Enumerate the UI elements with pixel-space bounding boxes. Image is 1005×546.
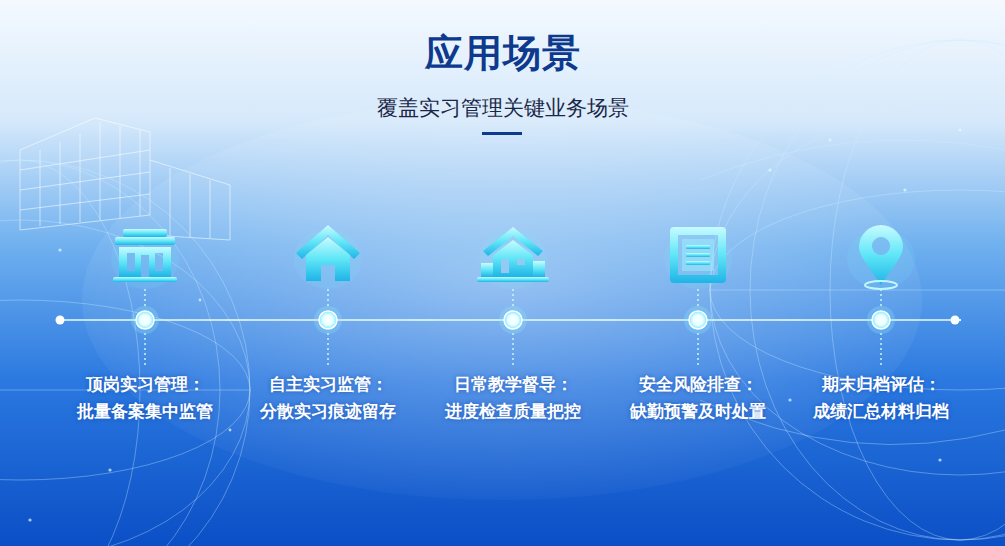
scenario-item: 日常教学督导：进度检查质量把控 [433,225,593,431]
scenario-text: 日常教学督导：进度检查质量把控 [433,371,593,425]
leader-line [512,333,514,365]
timeline-dot [504,311,522,329]
dot-glow [867,306,895,334]
dot-glow [131,306,159,334]
scenario-body: 缺勤预警及时处置 [618,398,778,425]
scenario-item: 安全风险排查：缺勤预警及时处置 [618,225,778,431]
timeline-end-dot [56,316,65,325]
scenario-heading: 期末归档评估： [801,371,961,398]
timeline-dot [319,311,337,329]
timeline-marker [433,225,593,431]
building-icon [111,229,179,289]
scenario-text: 安全风险排查：缺勤预警及时处置 [618,371,778,425]
title-underline [482,132,522,135]
dot-glow [684,306,712,334]
leader-line [327,333,329,365]
leader-line [880,289,882,307]
scenario-text: 期末归档评估：成绩汇总材料归档 [801,371,961,425]
dot-glow [499,306,527,334]
scenario-text: 自主实习监管：分散实习痕迹留存 [248,371,408,425]
leader-line [144,289,146,307]
house-icon [294,225,362,289]
timeline-connector [778,319,801,321]
subtitle: 覆盖实习管理关键业务场景 [0,94,1005,122]
leader-line [697,333,699,365]
pin-icon [847,225,915,289]
scenario-heading: 顶岗实习管理： [65,371,225,398]
scenario-text: 顶岗实习管理：批量备案集中监管 [65,371,225,425]
timeline-dot [689,311,707,329]
timeline-dot [136,311,154,329]
doc-icon [664,227,732,289]
timeline-marker [618,225,778,431]
timeline-marker [801,225,961,431]
timeline-connector [225,319,248,321]
timeline-connector [408,319,433,321]
houses-icon [477,227,549,289]
scenario-heading: 安全风险排查： [618,371,778,398]
timeline-dot [872,311,890,329]
scenario-body: 批量备案集中监管 [65,398,225,425]
scenario-body: 进度检查质量把控 [433,398,593,425]
scenario-heading: 日常教学督导： [433,371,593,398]
scenario-body: 分散实习痕迹留存 [248,398,408,425]
scenario-body: 成绩汇总材料归档 [801,398,961,425]
timeline-connector [593,319,618,321]
leader-line [697,289,699,307]
scenario-item: 自主实习监管：分散实习痕迹留存 [248,225,408,431]
title: 应用场景 [0,28,1005,79]
leader-line [144,333,146,365]
dot-glow [314,306,342,334]
leader-line [880,333,882,365]
leader-line [512,289,514,307]
scenario-heading: 自主实习监管： [248,371,408,398]
scenario-item: 期末归档评估：成绩汇总材料归档 [801,225,961,431]
scenario-item: 顶岗实习管理：批量备案集中监管 [65,225,225,431]
timeline-marker [65,225,225,431]
leader-line [327,289,329,307]
timeline-marker [248,225,408,431]
